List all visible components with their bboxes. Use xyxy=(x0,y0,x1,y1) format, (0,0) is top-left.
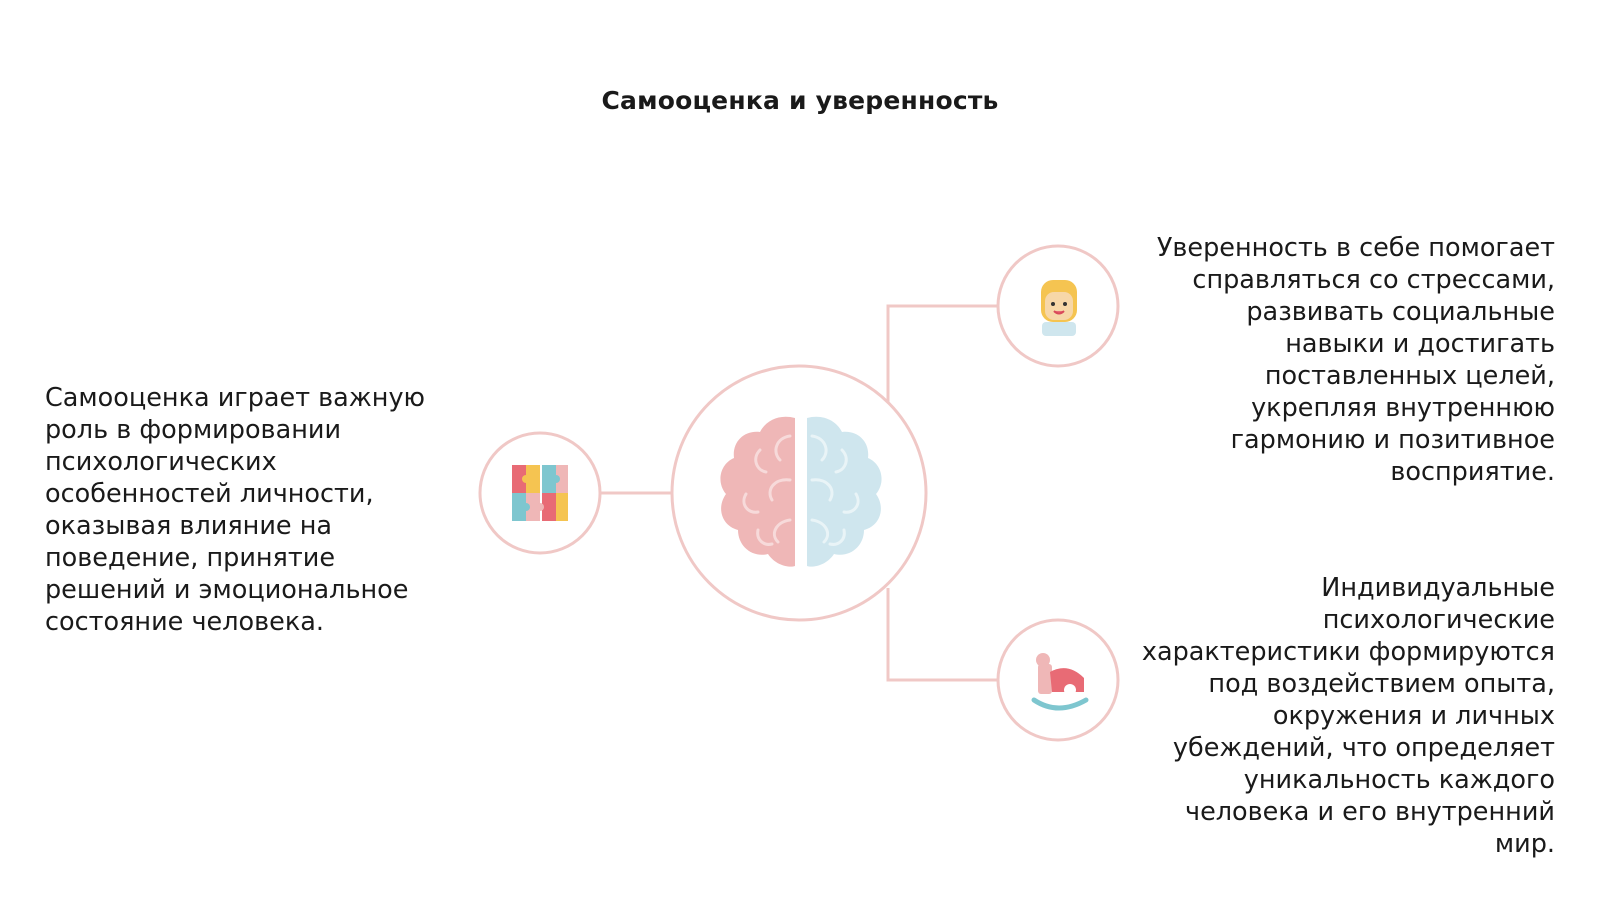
connector-top xyxy=(886,304,997,402)
center-node xyxy=(670,364,928,622)
left-node xyxy=(478,431,602,555)
child-face-icon xyxy=(1041,280,1077,336)
top-right-description: Уверенность в себе помогает справляться … xyxy=(1156,233,1555,487)
bottom-right-description: Индивидуальные психологические характери… xyxy=(1141,573,1555,859)
connector-lines xyxy=(600,304,997,682)
page-title: Самооценка и уверенность xyxy=(601,86,999,115)
bottom-right-node xyxy=(996,618,1120,742)
puzzle-icon xyxy=(512,465,568,521)
top-right-node xyxy=(996,244,1120,368)
rocking-horse-icon xyxy=(1031,653,1089,711)
brain-icon xyxy=(720,416,882,567)
left-description: Самооценка играет важную роль в формиров… xyxy=(45,383,426,637)
connector-bottom xyxy=(886,588,997,682)
